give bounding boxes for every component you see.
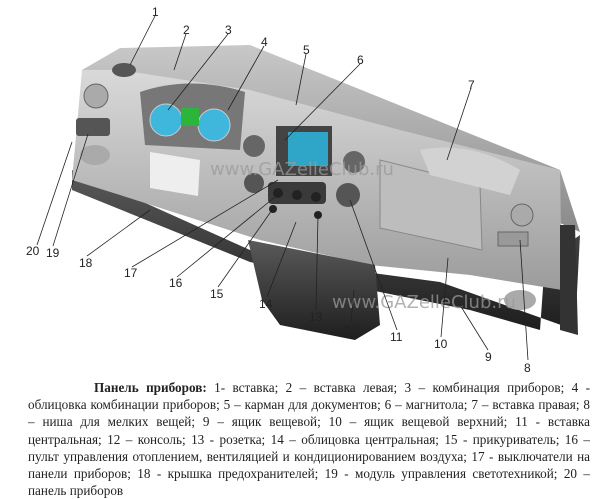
- callout-19: 19: [46, 246, 60, 260]
- callout-15: 15: [210, 287, 224, 301]
- watermark-bottom: www.GAZelleClub.ru: [332, 292, 516, 313]
- callout-11: 11: [390, 330, 403, 344]
- light-control-module: [76, 118, 110, 136]
- callout-8: 8: [524, 361, 531, 372]
- dashboard-body: [72, 45, 580, 340]
- right-insert: [420, 147, 520, 195]
- callout-1: 1: [152, 5, 159, 19]
- fuse-cover: [150, 152, 200, 196]
- caption-title: Панель приборов:: [94, 380, 207, 395]
- speedometer-gauge: [149, 103, 183, 137]
- callout-20: 20: [26, 244, 40, 258]
- leader-lines: [36, 15, 529, 361]
- callout-4: 4: [261, 35, 268, 49]
- callout-16: 16: [169, 276, 183, 290]
- callout-7: 7: [468, 78, 475, 92]
- vent-insert: [112, 63, 136, 77]
- callout-6: 6: [357, 53, 364, 67]
- tachometer-gauge: [197, 108, 231, 142]
- callout-numbers: 1 2 3 4 5 6 7 8 9 10 11 12 13 14 15 16 1…: [26, 5, 531, 372]
- left-vent: [83, 83, 109, 109]
- callout-17: 17: [124, 266, 138, 280]
- radio-screen: [288, 132, 328, 166]
- callout-9: 9: [485, 350, 492, 364]
- callout-5: 5: [303, 43, 310, 57]
- cigarette-lighter: [269, 205, 277, 213]
- callout-2: 2: [183, 23, 190, 37]
- callout-13: 13: [309, 310, 323, 324]
- callout-14: 14: [259, 297, 273, 311]
- callout-18: 18: [79, 256, 93, 270]
- watermark-center: www.GAZelleClub.ru: [210, 159, 394, 180]
- callout-3: 3: [225, 23, 232, 37]
- callout-12: 12: [344, 323, 358, 337]
- figure-caption: Панель приборов: 1- вставка; 2 – вставка…: [28, 379, 590, 499]
- center-insert: [336, 183, 360, 207]
- storage-niche: [497, 231, 529, 247]
- caption-text: 1- вставка; 2 – вставка левая; 3 – комби…: [28, 380, 590, 499]
- cluster-display: [181, 108, 199, 126]
- dashboard-diagram: www.GAZelleClub.ru www.GAZelleClub.ru 1 …: [26, 5, 580, 372]
- callout-10: 10: [434, 337, 448, 351]
